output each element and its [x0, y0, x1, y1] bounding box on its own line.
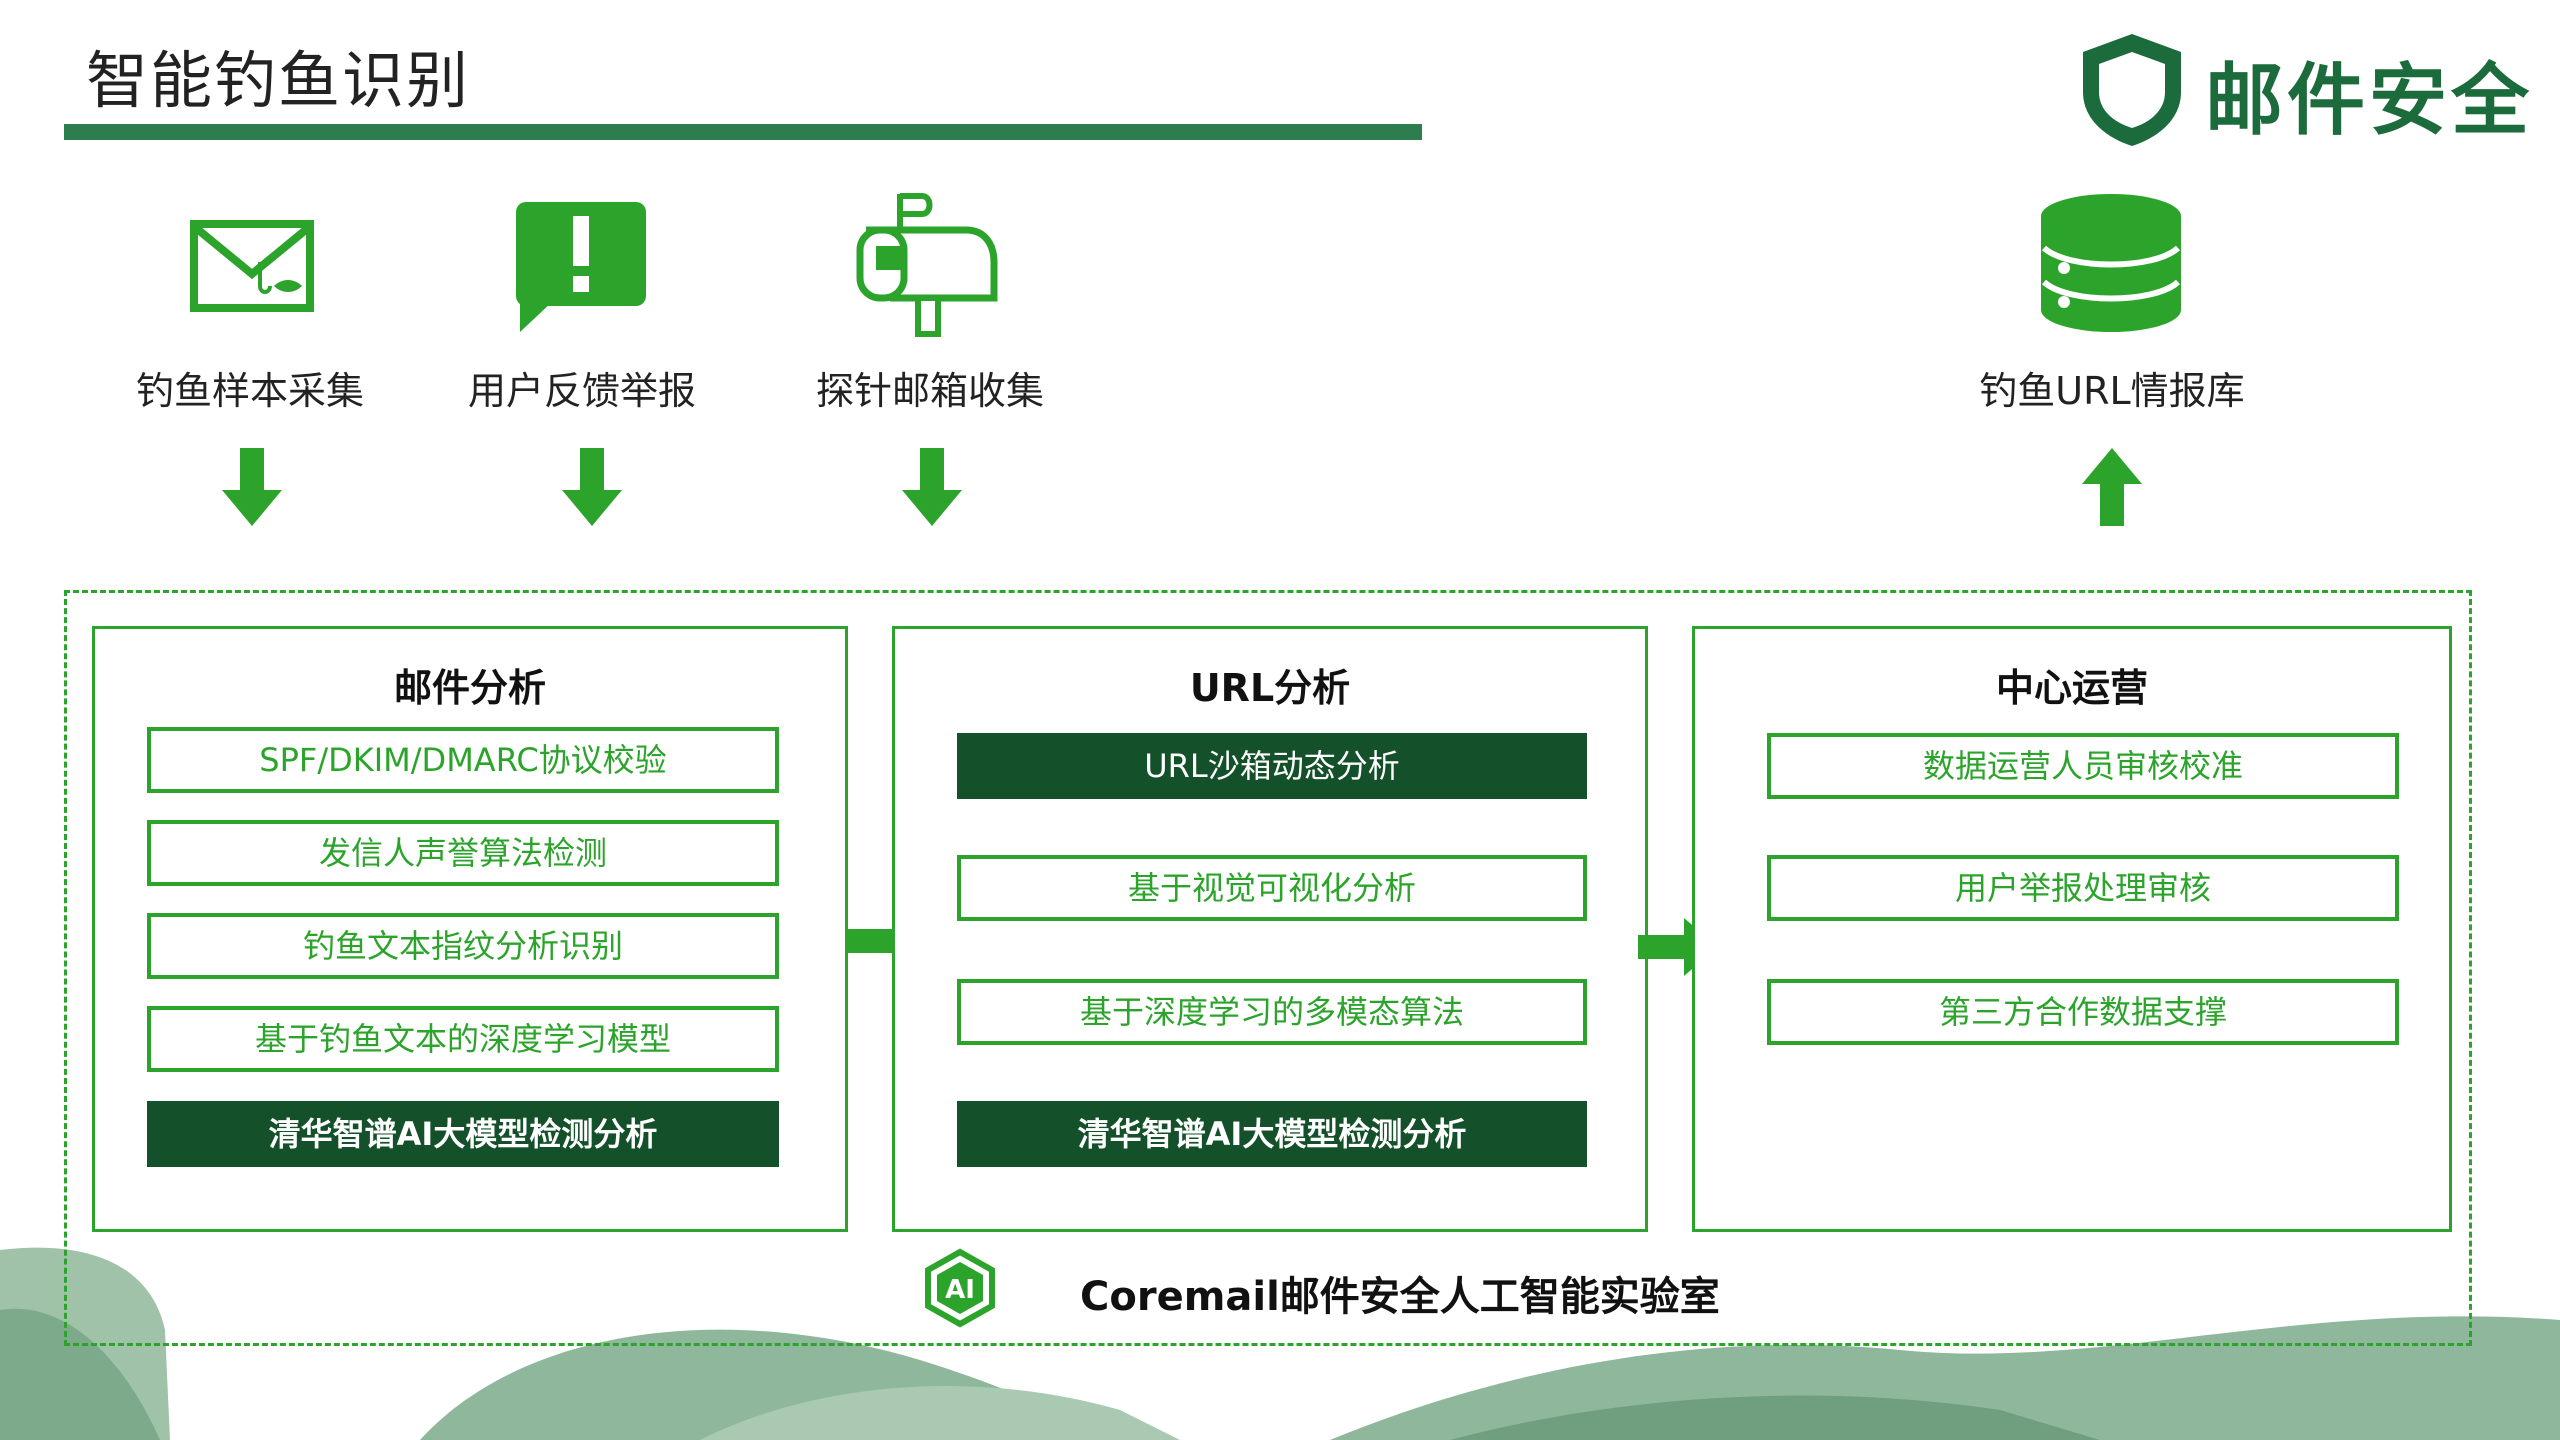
panel-item: SPF/DKIM/DMARC协议校验 — [147, 727, 779, 793]
panel-item: URL沙箱动态分析 — [957, 733, 1587, 799]
panel-item: 用户举报处理审核 — [1767, 855, 2399, 921]
panel-title: URL分析 — [1189, 666, 1351, 710]
exclamation-bubble-icon — [516, 202, 646, 332]
panel-item: 基于深度学习的多模态算法 — [957, 979, 1587, 1045]
panel-title: 邮件分析 — [393, 666, 546, 710]
background-hills — [0, 1247, 2560, 1440]
source-label-probe: 探针邮箱收集 — [815, 369, 1044, 413]
panel-title: 中心运营 — [1995, 666, 2148, 710]
arrow-down-icon — [902, 448, 962, 526]
panel-url-analysis: URL分析 URL沙箱动态分析 基于视觉可视化分析 基于深度学习的多模态算法 清… — [892, 626, 1648, 1232]
title-underline — [64, 124, 1422, 140]
arrow-down-icon — [562, 448, 622, 526]
brand-name: 邮件安全 — [2205, 56, 2534, 146]
mailbox-icon — [856, 193, 998, 337]
panel-item: 基于钓鱼文本的深度学习模型 — [147, 1006, 779, 1072]
shield-icon — [2083, 34, 2181, 146]
panel-item: 发信人声誉算法检测 — [147, 820, 779, 886]
panel-item: 基于视觉可视化分析 — [957, 855, 1587, 921]
panel-item: 数据运营人员审核校准 — [1767, 733, 2399, 799]
database-icon — [2041, 194, 2181, 332]
brand-logo: 邮件安全 — [2075, 28, 2529, 148]
analysis-frame — [64, 590, 2472, 1346]
arrow-up-icon — [2082, 448, 2142, 526]
lab-footer: AI Coremail邮件安全人工智能实验室 — [920, 1248, 1820, 1328]
ai-badge-icon: AI — [925, 1248, 995, 1328]
panel-central-ops: 中心运营 数据运营人员审核校准 用户举报处理审核 第三方合作数据支撑 — [1692, 626, 2452, 1232]
envelope-hook-icon — [190, 220, 314, 312]
panel-item: 清华智谱AI大模型检测分析 — [147, 1101, 779, 1167]
panel-item: 清华智谱AI大模型检测分析 — [957, 1101, 1587, 1167]
panel-item: 钓鱼文本指纹分析识别 — [147, 913, 779, 979]
page-title: 智能钓鱼识别 — [86, 44, 471, 117]
intel-label: 钓鱼URL情报库 — [1979, 369, 2245, 413]
panel-mail-analysis: 邮件分析 SPF/DKIM/DMARC协议校验 发信人声誉算法检测 钓鱼文本指纹… — [92, 626, 848, 1232]
arrow-down-icon — [222, 448, 282, 526]
panel-item: 第三方合作数据支撑 — [1767, 979, 2399, 1045]
source-label-sample: 钓鱼样本采集 — [135, 369, 364, 413]
source-label-feedback: 用户反馈举报 — [467, 369, 696, 413]
lab-name: Coremail邮件安全人工智能实验室 — [1080, 1274, 1720, 1320]
ai-badge-text: AI — [945, 1275, 975, 1305]
